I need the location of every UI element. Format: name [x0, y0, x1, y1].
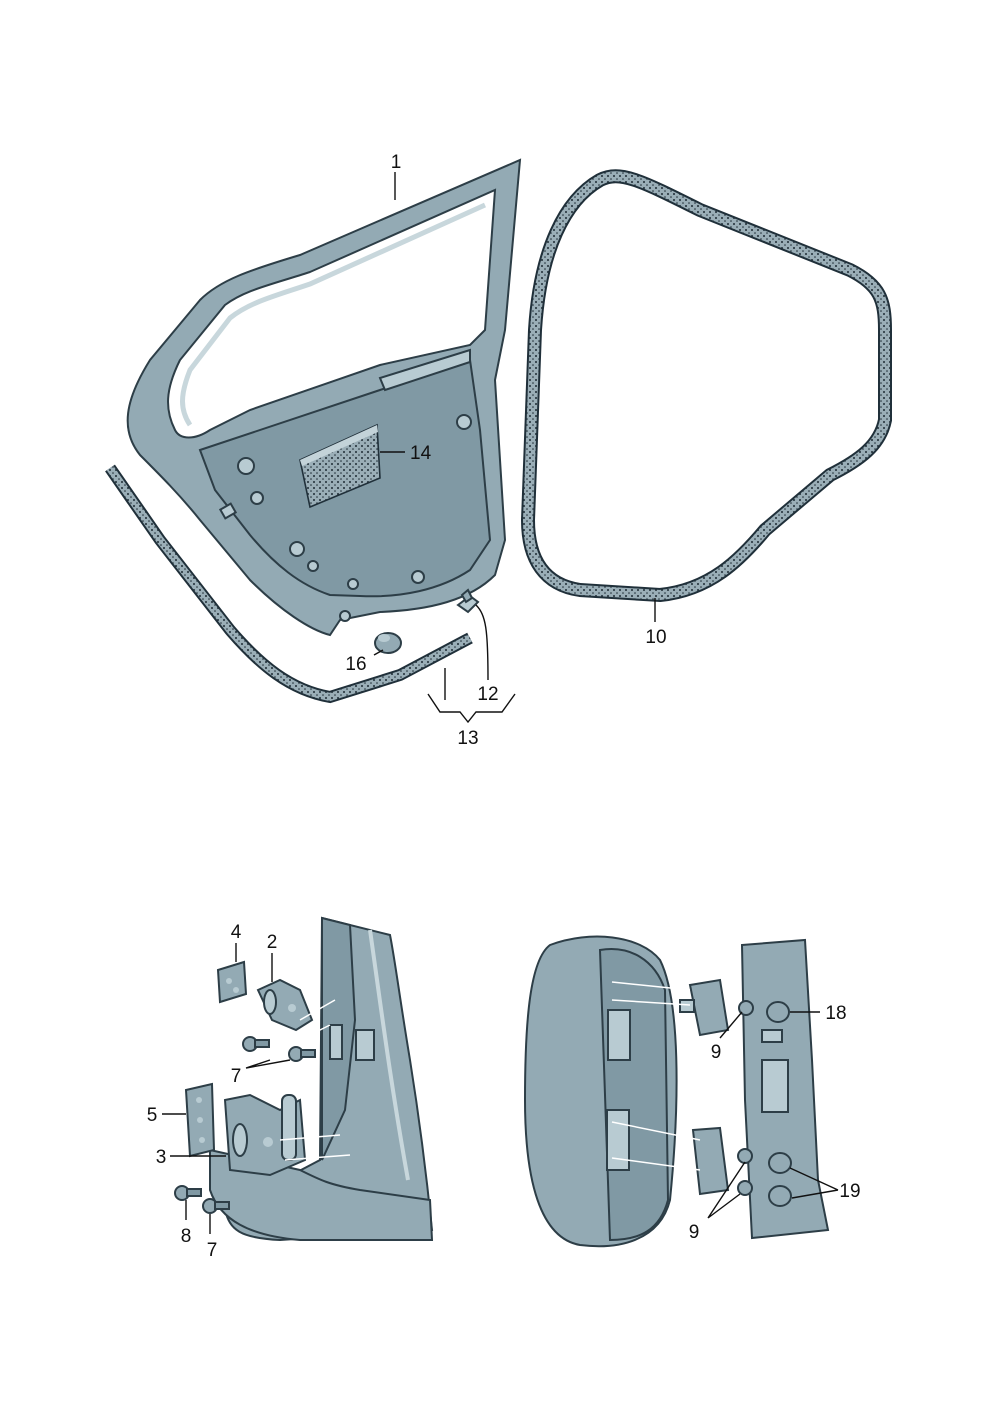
callout-10: 10	[645, 627, 666, 648]
callout-2: 2	[267, 932, 278, 953]
callout-14: 14	[410, 443, 432, 464]
left-leader-lines	[162, 943, 291, 1234]
callout-3: 3	[156, 1147, 167, 1168]
right-hinge-assembly	[523, 935, 830, 1248]
callout-18: 18	[825, 1003, 846, 1024]
callout-16: 16	[345, 654, 366, 675]
insulation-pad	[299, 423, 381, 509]
callout-13: 13	[457, 728, 478, 749]
callout-19: 19	[839, 1181, 860, 1202]
door-seal	[520, 169, 892, 603]
callout-4: 4	[231, 922, 242, 943]
callout-7-upper: 7	[231, 1066, 242, 1087]
callout-labels: 1 10 12 13 14 16 2 3 4 5 7 7 8 9 9 18 19	[147, 152, 861, 1261]
callout-12: 12	[477, 684, 498, 705]
right-leader-lines	[707, 1011, 839, 1219]
callout-7-lower: 7	[207, 1240, 218, 1261]
callout-9-upper: 9	[711, 1042, 722, 1063]
callout-9-lower: 9	[689, 1222, 700, 1243]
callout-1: 1	[391, 152, 402, 173]
callout-8: 8	[181, 1226, 192, 1247]
callout-5: 5	[147, 1105, 158, 1126]
clip-part	[456, 588, 480, 614]
door-shell	[126, 158, 522, 637]
top-leader-lines	[373, 172, 656, 724]
left-hinge-assembly	[174, 916, 434, 1242]
plug-part	[374, 632, 402, 654]
lower-seal-strip	[105, 464, 473, 704]
